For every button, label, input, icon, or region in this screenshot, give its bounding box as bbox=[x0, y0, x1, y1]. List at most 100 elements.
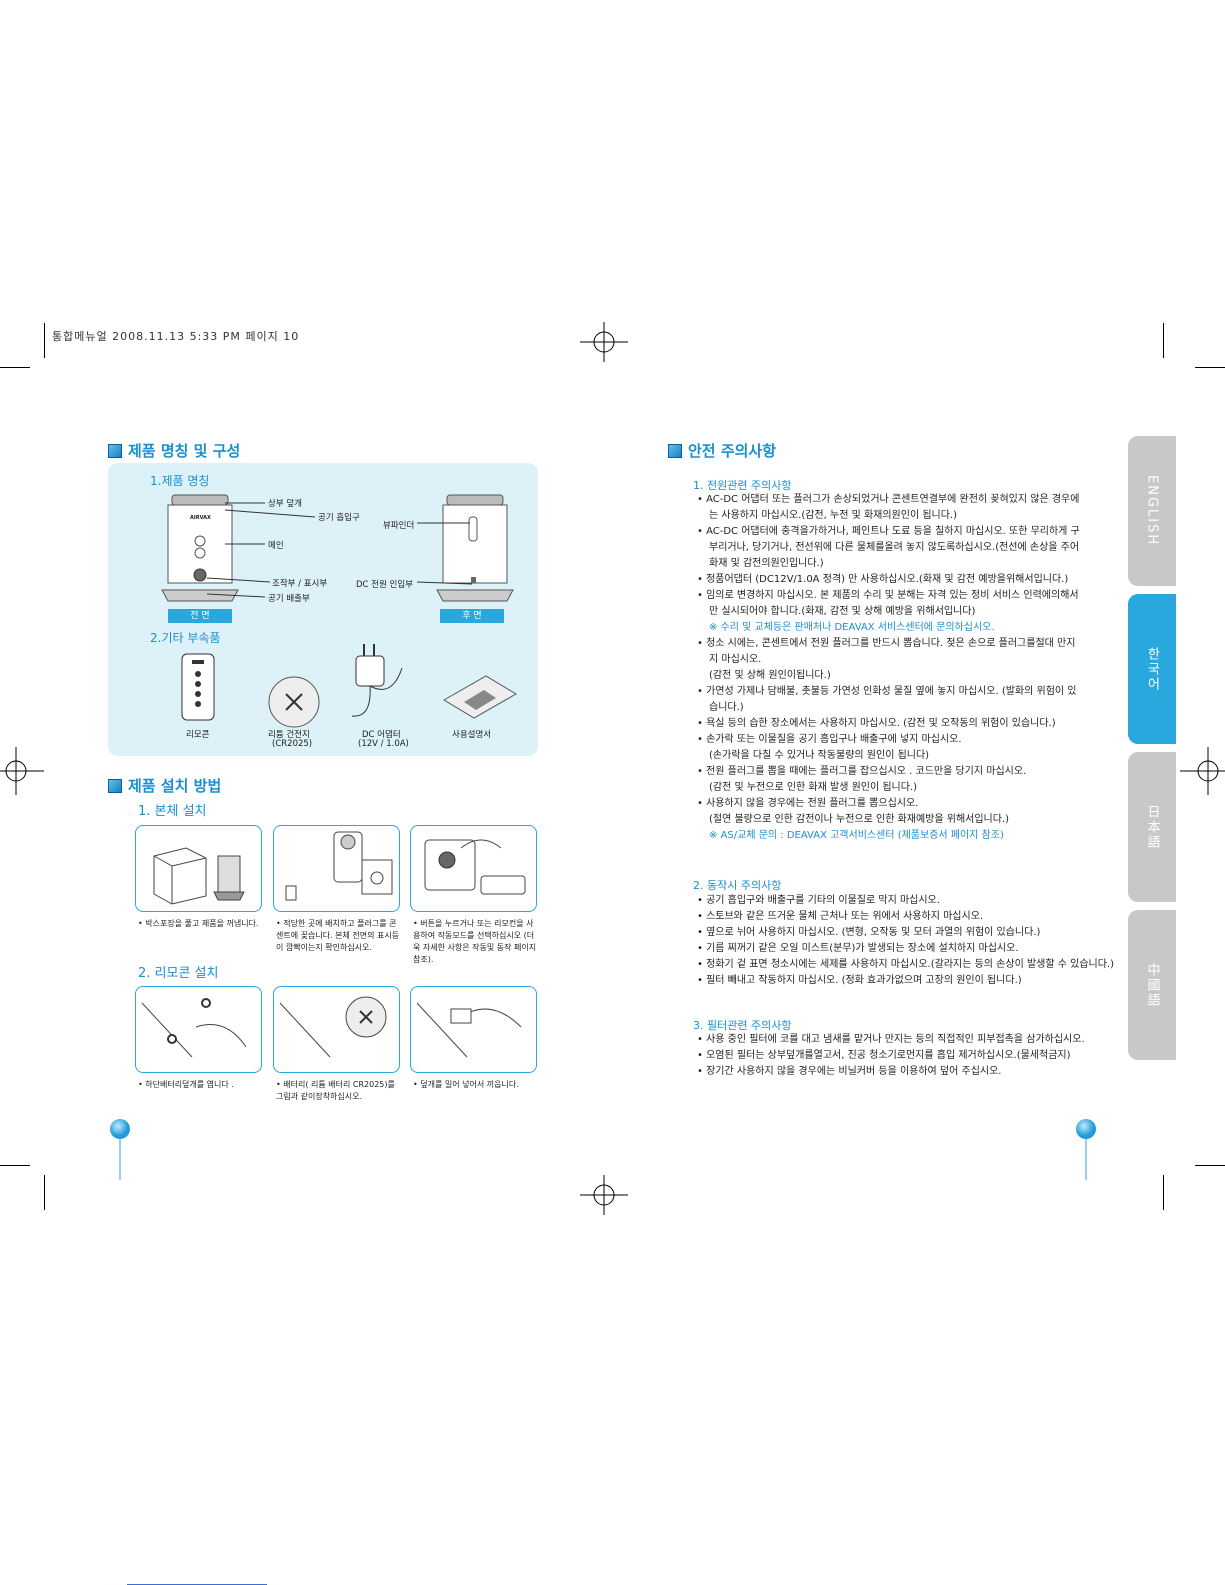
list-item: 만 실시되어야 합니다.(화재, 감전 및 상해 예방을 위해서입니다) bbox=[709, 606, 976, 617]
accessory-name: 사용설명서 bbox=[452, 730, 492, 740]
remote-step-image bbox=[273, 986, 400, 1073]
product-rear-illustration bbox=[436, 494, 514, 602]
crop-mark bbox=[1163, 323, 1164, 358]
safety-filter-list: • 사용 중인 필터에 코를 대고 냄새를 맡거나 만지는 등의 직접적인 피부… bbox=[697, 1032, 1085, 1080]
dc-adapter-illustration bbox=[351, 644, 403, 717]
list-item: 지 마십시오. bbox=[709, 654, 762, 665]
close-cover-illustration bbox=[416, 1002, 522, 1058]
open-cover-illustration bbox=[141, 998, 247, 1058]
crop-mark bbox=[0, 367, 30, 368]
bullet-square-icon bbox=[108, 778, 122, 793]
rear-tag: 후 면 bbox=[440, 609, 504, 623]
rear-leader-lines bbox=[416, 522, 473, 585]
list-item: • 필터 빼내고 작동하지 마십시오. (정화 효과가없으며 고장의 원인이 됩… bbox=[697, 975, 1022, 986]
remote-control-illustration bbox=[181, 653, 215, 721]
subtitle-accessories: 2.기타 부속품 bbox=[150, 631, 221, 645]
install-caption: • 버튼을 누르거나 또는 리모컨을 사용하여 작동모드를 선택하십시오 (더 … bbox=[413, 919, 537, 964]
accessory-detail: (CR2025) bbox=[272, 739, 313, 749]
list-item: • AC-DC 어댑터에 충격을가하거나, 페인트나 도료 등을 칠하지 마십시… bbox=[697, 526, 1080, 537]
label-air-outlet: 공기 배출부 bbox=[268, 594, 310, 604]
safety-operation-title: 2. 동작시 주의사항 bbox=[693, 879, 782, 892]
list-item: • 욕실 등의 습한 장소에서는 사용하지 마십시오. (감전 및 오작동의 위… bbox=[697, 718, 1056, 729]
label-dc-power: DC 전원 인입부 bbox=[356, 580, 413, 590]
remote-step-image bbox=[135, 986, 262, 1073]
crop-mark bbox=[44, 1175, 45, 1210]
page-marker-left bbox=[110, 1119, 130, 1180]
safety-filter-title: 3. 필터관련 주의사항 bbox=[693, 1019, 792, 1032]
install-step-image bbox=[135, 825, 262, 912]
label-viewfinder: 뷰파인더 bbox=[383, 521, 415, 531]
crop-mark bbox=[44, 323, 45, 358]
list-item: • 가연성 가제나 담배불, 촛불등 가연성 인화성 물질 옆에 놓지 마십시오… bbox=[697, 686, 1077, 697]
label-top-cover: 상부 덮개 bbox=[268, 499, 302, 509]
crop-mark bbox=[1195, 1165, 1225, 1166]
install-step-image bbox=[273, 825, 400, 912]
list-item: (감전 및 누전으로 인한 화재 발생 원인이 됩니다.) bbox=[709, 782, 918, 793]
label-air-inlet: 공기 흡입구 bbox=[318, 513, 360, 523]
remote-caption: • 덮개를 밀어 넣어서 끼웁니다. bbox=[413, 1080, 519, 1089]
list-item: • 손가락 또는 이물질을 공기 흡입구나 배출구에 넣지 마십시오. bbox=[697, 734, 962, 745]
manual-illustration bbox=[443, 675, 517, 719]
install-step-image bbox=[410, 825, 537, 912]
print-header: 통합메뉴얼 2008.11.13 5:33 PM 페이지 10 bbox=[52, 330, 300, 343]
tab-label: 中國語 bbox=[1144, 962, 1160, 1008]
tab-japanese[interactable]: 日本語 bbox=[1128, 752, 1176, 902]
crop-mark bbox=[1163, 1175, 1164, 1210]
accessory-detail: (12V / 1.0A) bbox=[358, 739, 409, 749]
list-item: • 공기 흡입구와 배출구를 기타의 이물질로 막지 마십시오. bbox=[697, 895, 940, 906]
list-item: 화재 및 감전의원인입니다.) bbox=[709, 558, 824, 569]
crop-mark bbox=[0, 1165, 30, 1166]
section-title-safety: 안전 주의사항 bbox=[668, 440, 776, 461]
crop-mark bbox=[1195, 367, 1225, 368]
remote-caption: • 하단배터리덮개를 엽니다 . bbox=[138, 1080, 234, 1089]
plug-in-illustration bbox=[285, 831, 393, 901]
safety-power-title: 1. 전원관련 주의사항 bbox=[693, 479, 792, 492]
accessory-name: 리모콘 bbox=[186, 730, 210, 740]
subtitle-body-install: 1. 본체 설치 bbox=[138, 804, 207, 819]
list-item: • 정품어댑터 (DC12V/1.0A 정격) 만 사용하십시오.(화재 및 감… bbox=[697, 574, 1069, 585]
section-title-product-names: 제품 명칭 및 구성 bbox=[108, 440, 240, 461]
list-item: ※ AS/교체 문의 : DEAVAX 고객서비스센터 (제품보증서 페이지 참… bbox=[709, 830, 1004, 841]
install-caption: • 박스포장을 풀고 제품을 꺼냅니다. bbox=[138, 919, 259, 928]
list-item: • 사용하지 않을 경우에는 전원 플러그를 뽑으십시오. bbox=[697, 798, 919, 809]
bullet-square-icon bbox=[108, 443, 122, 458]
subtitle-product-names: 1.제품 명칭 bbox=[150, 474, 210, 488]
list-item: • 임의로 변경하지 마십시오. 본 제품의 수리 및 분해는 자격 있는 정비… bbox=[697, 590, 1079, 601]
tab-label: 한국어 bbox=[1144, 646, 1160, 692]
remote-caption: • 배터리( 리튬 배터리 CR2025)를 그림과 같이장착하십시오. bbox=[276, 1080, 395, 1101]
list-item: 는 사용하지 마십시오.(감전, 누전 및 화재의원인이 됩니다.) bbox=[709, 510, 958, 521]
subtitle-remote-install: 2. 리모콘 설치 bbox=[138, 966, 219, 981]
list-item: ※ 수리 및 교체등은 판매처나 DEAVAX 서비스센터에 문의하십시오. bbox=[709, 622, 995, 633]
list-item: 부리거나, 당기거나, 전선위에 다른 물체를올려 놓지 않도록하십시오.(전선… bbox=[709, 542, 1080, 553]
list-item: (감전 및 상해 원인이됩니다.) bbox=[709, 670, 831, 681]
tab-label: ENGLISH bbox=[1144, 475, 1160, 547]
install-caption: • 적당한 곳에 배치하고 플러그를 콘센트에 꽂습니다. 본체 전면의 표시등… bbox=[276, 919, 400, 952]
front-tag: 전 면 bbox=[168, 609, 232, 623]
list-item: • 청소 시에는, 콘센트에서 전원 플러그를 반드시 뽑습니다. 젖은 손으로… bbox=[697, 638, 1076, 649]
label-main: 메인 bbox=[268, 541, 284, 551]
list-item: (절연 불량으로 인한 감전이나 누전으로 인한 화재예방을 위해서입니다.) bbox=[709, 814, 1010, 825]
accessory-name: 리튬 건전지 bbox=[268, 730, 310, 740]
list-item: • 옆으로 뉘어 사용하지 마십시오. (변형, 오작동 및 모터 과열의 위험… bbox=[697, 927, 1041, 938]
brand-text: AIRVAX bbox=[190, 515, 211, 521]
insert-battery-illustration bbox=[279, 996, 387, 1058]
registration-mark-top bbox=[580, 322, 628, 362]
list-item: 습니다.) bbox=[709, 702, 744, 713]
list-item: • 정화기 겉 표면 청소시에는 세제를 사용하지 마십시오.(갈라지는 등의 … bbox=[697, 959, 1115, 970]
list-item: (손가락을 다칠 수 있거나 작동불량의 원인이 됩니다) bbox=[709, 750, 930, 761]
tab-label: 日本語 bbox=[1144, 804, 1160, 850]
safety-power-list: • AC-DC 어댑터 또는 플러그가 손상되었거나 콘센트연결부에 완전히 꽂… bbox=[697, 492, 1080, 844]
safety-operation-list: • 공기 흡입구와 배출구를 기타의 이물질로 막지 마십시오. • 스토브와 … bbox=[697, 893, 1114, 989]
bullet-square-icon bbox=[668, 443, 682, 458]
remote-step-image bbox=[410, 986, 537, 1073]
tab-english[interactable]: ENGLISH bbox=[1128, 436, 1176, 586]
tab-korean[interactable]: 한국어 bbox=[1128, 594, 1176, 744]
registration-mark-left bbox=[0, 747, 44, 795]
tab-chinese[interactable]: 中國語 bbox=[1128, 910, 1176, 1060]
registration-mark-bottom bbox=[580, 1175, 628, 1215]
list-item: • 전원 플러그를 뽑을 때에는 플러그를 잡으십시오 . 코드만을 당기지 마… bbox=[697, 766, 1027, 777]
front-leader-lines bbox=[206, 502, 316, 598]
label-control: 조작부 / 표시부 bbox=[272, 579, 328, 589]
list-item: • 스토브와 같은 뜨거운 물체 근처나 또는 위에서 사용하지 마십시오. bbox=[697, 911, 984, 922]
accessory-name: DC 어댑터 bbox=[362, 730, 401, 740]
